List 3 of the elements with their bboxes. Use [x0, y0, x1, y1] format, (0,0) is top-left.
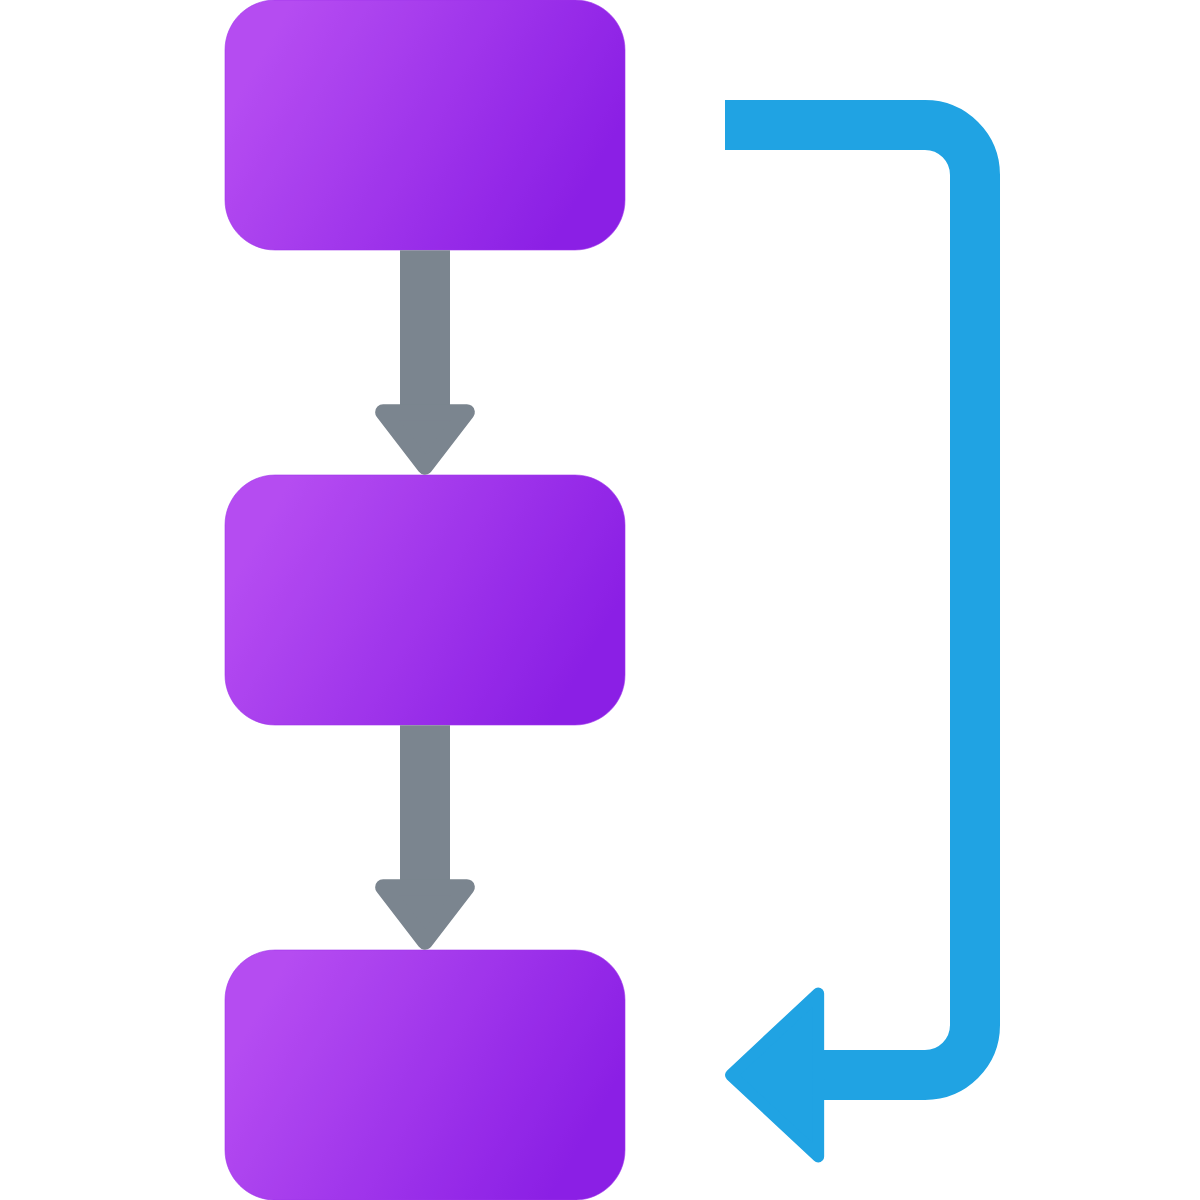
process-box — [224, 0, 626, 251]
process-box — [224, 474, 626, 726]
process-box — [224, 949, 626, 1200]
